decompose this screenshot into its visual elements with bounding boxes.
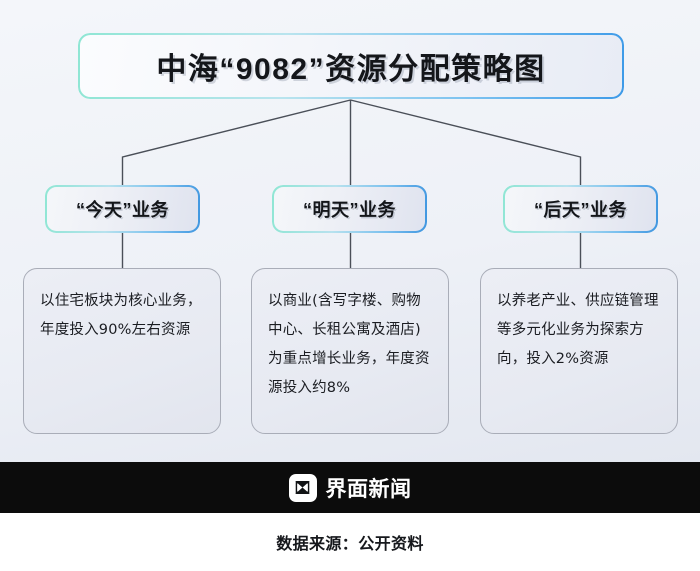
tier-label-today-fill [45,185,200,233]
tier-detail-text-today: 以住宅板块为核心业务，年度投入90%左右资源 [40,293,202,338]
tier-label-tomorrow: “明天”业务 [272,185,427,233]
brand-name-text: 界面新闻 [325,476,412,501]
jiemian-ribbon-glyph [295,481,310,494]
tier-detail-card-today: 以住宅板块为核心业务，年度投入90%左右资源 [23,268,221,434]
tier-label-dayafter-text: “后天”业务 [534,200,627,220]
source-text: 数据来源：公开资料 [276,534,424,553]
tier-detail-card-tomorrow: 以商业(含写字楼、购物中心、长租公寓及酒店)为重点增长业务，年度资源投入约8% [251,268,449,434]
jiemian-ribbon-icon [288,473,317,502]
brand-lockup: 界面新闻 [288,473,412,503]
page-title-text: 中海“9082”资源分配策略图 [156,53,546,86]
source-row: 数据来源：公开资料 [0,513,700,571]
tier-detail-text-dayafter: 以养老产业、供应链管理等多元化业务为探索方向，投入2%资源 [497,293,659,367]
tier-label-today: “今天”业务 [45,185,200,233]
page-title: 中海“9082”资源分配策略图 [78,33,624,99]
tier-label-tomorrow-text: “明天”业务 [303,200,396,220]
brand-band: 界面新闻 [0,462,700,513]
tier-label-dayafter: “后天”业务 [503,185,658,233]
tier-detail-text-tomorrow: 以商业(含写字楼、购物中心、长租公寓及酒店)为重点增长业务，年度资源投入约8% [268,293,430,396]
tier-label-dayafter-fill [503,185,658,233]
tier-detail-card-dayafter: 以养老产业、供应链管理等多元化业务为探索方向，投入2%资源 [480,268,678,434]
tier-label-tomorrow-fill [272,185,427,233]
tier-label-today-text: “今天”业务 [76,200,169,220]
